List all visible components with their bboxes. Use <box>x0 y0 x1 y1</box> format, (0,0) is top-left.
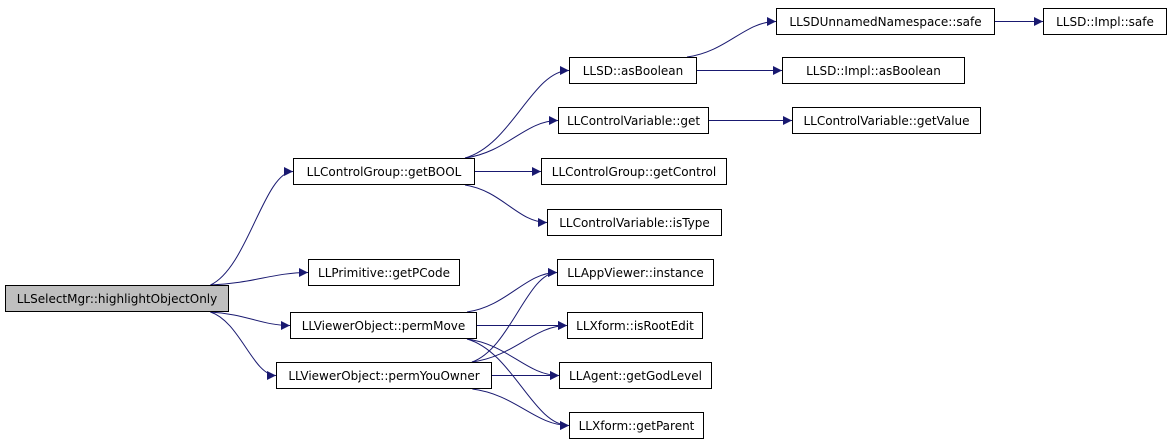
edge-control-group-getbool-to-llsd-asboolean <box>464 66 570 159</box>
edge-viewer-object-permmove-to-xform-getparent <box>466 338 570 430</box>
edge-llsd-asboolean-to-unnamed-namespace-safe <box>686 17 777 58</box>
node-appviewer-instance[interactable]: LLAppViewer::instance <box>557 259 714 286</box>
edge-root-to-control-group-getbool <box>210 167 294 286</box>
node-control-variable-getvalue[interactable]: LLControlVariable::getValue <box>792 107 981 134</box>
node-llsd-asboolean[interactable]: LLSD::asBoolean <box>569 57 697 84</box>
edge-viewer-object-permyouowner-to-xform-getparent <box>472 388 570 430</box>
node-control-variable-get[interactable]: LLControlVariable::get <box>558 107 709 134</box>
edge-control-group-getbool-to-control-variable-get <box>464 116 559 159</box>
node-control-variable-istype[interactable]: LLControlVariable::isType <box>547 209 722 236</box>
edge-control-group-getbool-to-control-variable-istype <box>464 184 548 227</box>
node-control-group-getbool[interactable]: LLControlGroup::getBOOL <box>293 158 475 185</box>
edge-root-to-viewer-object-permmove <box>210 311 291 330</box>
node-primitive-getpcode[interactable]: LLPrimitive::getPCode <box>308 259 460 286</box>
node-xform-getparent[interactable]: LLXform::getParent <box>569 412 704 439</box>
edge-viewer-object-permmove-to-appviewer-instance <box>466 268 558 313</box>
edge-root-to-viewer-object-permyouowner <box>210 311 277 380</box>
node-viewer-object-permyouowner[interactable]: LLViewerObject::permYouOwner <box>276 362 492 389</box>
node-root: LLSelectMgr::highlightObjectOnly <box>5 285 229 312</box>
node-xform-isrootedit[interactable]: LLXform::isRootEdit <box>567 312 703 339</box>
edge-viewer-object-permmove-to-agent-getgodlevel <box>466 338 560 380</box>
edge-root-to-primitive-getpcode <box>210 268 309 286</box>
edge-viewer-object-permyouowner-to-appviewer-instance <box>471 268 558 363</box>
node-control-group-getcontrol[interactable]: LLControlGroup::getControl <box>541 158 727 185</box>
edge-viewer-object-permyouowner-to-xform-isrootedit <box>471 321 568 363</box>
node-unnamed-namespace-safe[interactable]: LLSDUnnamedNamespace::safe <box>776 8 995 35</box>
node-impl-safe[interactable]: LLSD::Impl::safe <box>1043 8 1167 35</box>
node-agent-getgodlevel[interactable]: LLAgent::getGodLevel <box>559 362 712 389</box>
node-viewer-object-permmove[interactable]: LLViewerObject::permMove <box>290 312 477 339</box>
node-impl-asboolean[interactable]: LLSD::Impl::asBoolean <box>782 57 965 84</box>
